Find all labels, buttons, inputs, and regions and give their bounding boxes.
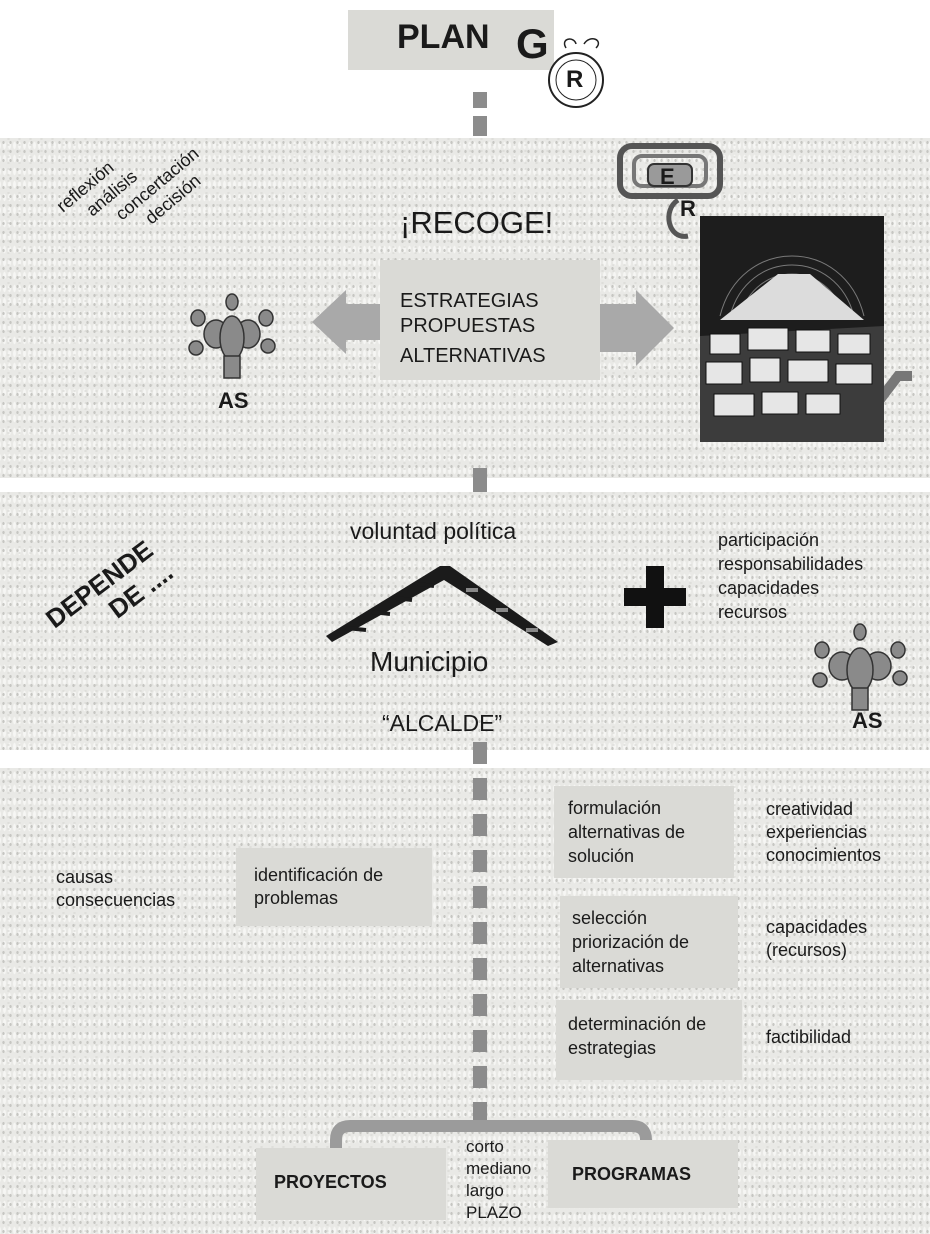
- determinacion-box: [556, 1000, 742, 1080]
- factor-participacion: participación: [718, 530, 820, 550]
- outcome-bracket: [330, 1120, 652, 1154]
- dash-segment: [473, 1066, 487, 1088]
- as-label-2: AS: [852, 708, 883, 733]
- seleccion-line2: priorización de: [572, 932, 690, 952]
- recoge-item-estrategias: ESTRATEGIAS: [400, 290, 539, 312]
- alcalde-label: “ALCALDE”: [382, 710, 503, 736]
- participation-factors: participación responsabilidades capacida…: [718, 528, 863, 624]
- term-factibilidad: factibilidad: [766, 1027, 852, 1047]
- formulacion-line3: solución: [568, 846, 635, 866]
- determinacion-text: determinación de estrategias: [568, 1012, 706, 1060]
- left-arrow: [312, 290, 384, 354]
- voluntad-label: voluntad política: [350, 518, 517, 544]
- factor-responsabilidades: responsabilidades: [718, 554, 864, 574]
- plant-icon: [812, 623, 908, 711]
- roof-illustration: [326, 566, 558, 646]
- as-label: AS: [218, 388, 249, 413]
- recoge-box: [380, 260, 600, 380]
- identificacion-box: [236, 848, 432, 926]
- dash-segment: [473, 1030, 487, 1052]
- plan-title: PLAN: [397, 18, 490, 56]
- right-terms-1: creatividad experiencias conocimientos: [766, 798, 881, 867]
- plan-r-letter: R: [566, 66, 584, 93]
- formulacion-text: formulación alternativas de solución: [568, 796, 685, 868]
- top-connector: [473, 92, 487, 108]
- factor-recursos: recursos: [718, 602, 788, 622]
- identificacion-line1: identificación de: [254, 865, 384, 885]
- logo-letter-r: R: [680, 196, 696, 221]
- seleccion-box: [560, 896, 738, 988]
- dash-segment: [473, 742, 487, 764]
- dash-segment: [473, 778, 487, 800]
- dash-segment: [473, 1102, 487, 1120]
- plazo-label: PLAZO: [466, 1203, 522, 1222]
- programas-box: [548, 1140, 738, 1208]
- term-capacidades: capacidades: [766, 917, 868, 937]
- dash-segment: [473, 814, 487, 836]
- recoge-item-alternativas: ALTERNATIVAS: [400, 345, 546, 367]
- process-band: [0, 768, 930, 1234]
- plan-g-letter: G: [516, 20, 549, 67]
- identificacion-line2: problemas: [254, 888, 339, 908]
- municipio-label: Municipio: [370, 646, 489, 677]
- landscape-illustration: [700, 216, 884, 442]
- term-creatividad: creatividad: [766, 799, 854, 819]
- left-terms: causas consecuencias: [56, 866, 175, 912]
- programas-label: PROGRAMAS: [572, 1164, 692, 1184]
- term-causas: causas: [56, 867, 114, 887]
- term-recursos: (recursos): [766, 940, 848, 960]
- seleccion-text: selección priorización de alternativas: [572, 906, 689, 978]
- plazo-mediano: mediano: [466, 1159, 532, 1178]
- term-experiencias: experiencias: [766, 822, 868, 842]
- proyectos-label: PROYECTOS: [274, 1172, 387, 1192]
- dash-segment: [473, 994, 487, 1016]
- term-consecuencias: consecuencias: [56, 890, 176, 910]
- plazo-corto: corto: [466, 1137, 504, 1156]
- plazo-terms: corto mediano largo PLAZO: [466, 1136, 531, 1224]
- plant-icon: [188, 293, 276, 379]
- proyectos-box: [256, 1148, 446, 1220]
- formulacion-box: [554, 786, 734, 878]
- depende-band: [0, 492, 930, 750]
- plan-title-box: [348, 10, 554, 70]
- logo-letter-e-top: E: [660, 164, 675, 189]
- dash-segment: [473, 922, 487, 944]
- term-conocimientos: conocimientos: [766, 845, 882, 865]
- seleccion-line1: selección: [572, 908, 648, 928]
- formulacion-line2: alternativas de: [568, 822, 686, 842]
- recoge-item-propuestas: PROPUESTAS: [400, 315, 536, 337]
- r-swirl-icon: [548, 38, 604, 108]
- plazo-largo: largo: [466, 1181, 504, 1200]
- recoge-heading: ¡RECOGE!: [400, 205, 554, 240]
- top-connector: [473, 116, 487, 136]
- right-arrow: [598, 290, 674, 366]
- factor-capacidades: capacidades: [718, 578, 820, 598]
- determinacion-line1: determinación de: [568, 1014, 707, 1034]
- middle-connector: [473, 468, 487, 492]
- formulacion-line1: formulación: [568, 798, 662, 818]
- plus-icon: [624, 566, 686, 628]
- identificacion-text: identificación de problemas: [254, 864, 383, 910]
- right-terms-3: factibilidad: [766, 1026, 851, 1049]
- right-terms-2: capacidades (recursos): [766, 916, 867, 962]
- dash-segment: [473, 958, 487, 980]
- dash-segment: [473, 886, 487, 908]
- seleccion-line3: alternativas: [572, 956, 665, 976]
- determinacion-line2: estrategias: [568, 1038, 657, 1058]
- dash-segment: [473, 850, 487, 872]
